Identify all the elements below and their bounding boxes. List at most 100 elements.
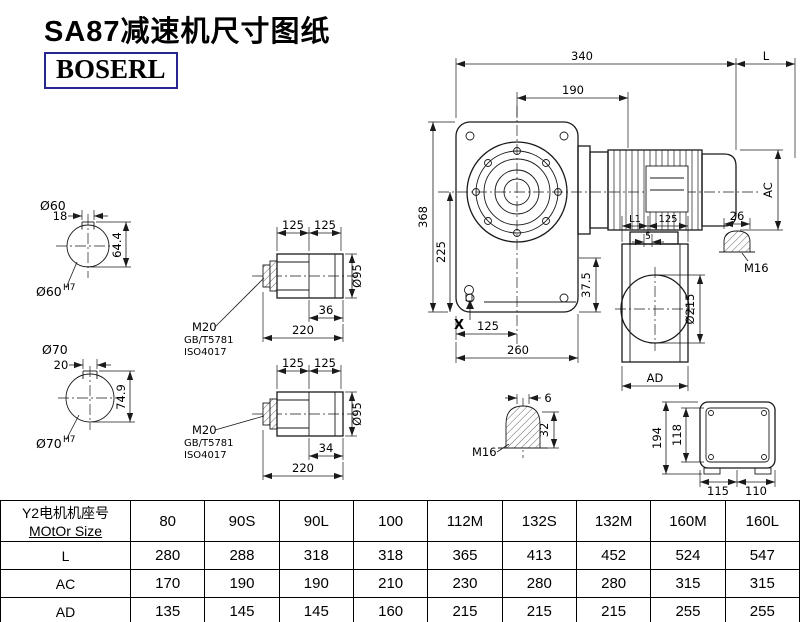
dim-26-text: 26 xyxy=(730,209,745,223)
bolt-callout-upper: M20 GB/T5781 ISO4017 xyxy=(184,277,265,358)
dim-6: 6 xyxy=(505,391,552,405)
table-cell: 288 xyxy=(204,541,280,570)
shaft-end-dome xyxy=(505,405,541,449)
column-header-160l: 160L xyxy=(724,500,800,542)
dim-34: 34 xyxy=(308,438,344,460)
column-header-160m: 160M xyxy=(650,500,726,542)
washer xyxy=(269,398,278,430)
dim-118: 118 xyxy=(670,407,704,463)
flange-circle xyxy=(466,141,568,243)
table-cell: 452 xyxy=(575,541,652,570)
dim-125b: 125 xyxy=(314,218,336,232)
fan-view: 194 118 115 110 xyxy=(650,401,776,498)
m16-callout-side: M16 xyxy=(741,252,769,275)
table-cell: 210 xyxy=(352,569,429,598)
dim-label-d70: Ø70 xyxy=(42,342,68,357)
side-view: L1 125 5 26 M16 xyxy=(615,209,769,391)
foot-right xyxy=(754,467,772,475)
dim-32: 32 xyxy=(537,411,559,449)
dim-AC-text: AC xyxy=(761,182,775,198)
dim-34-text: 34 xyxy=(319,441,334,455)
shaft-section-70: Ø70 20 74.9 Ø70 H7 xyxy=(36,342,135,451)
table-cell: 215 xyxy=(427,597,503,622)
table-cell: 190 xyxy=(278,569,354,598)
dim-37-5: 37.5 xyxy=(579,257,601,313)
column-header-90s: 90S xyxy=(204,500,280,542)
x-label: X xyxy=(454,318,464,333)
dim-220-lower: 220 xyxy=(262,430,344,480)
shaft-70-circle xyxy=(65,373,115,423)
bolt-callout-lower: M20 GB/T5781 ISO4017 xyxy=(184,415,265,461)
dim-26: 26 xyxy=(723,209,751,229)
dim-5: 5 xyxy=(632,232,664,247)
row-label-ad: AD xyxy=(0,597,131,622)
bolt-head xyxy=(262,402,271,426)
fit-label-d60h7: Ø60 H7 xyxy=(36,261,78,299)
drawing-canvas: Ø60 18 64.4 Ø60 H7 xyxy=(36,49,796,498)
header-motor-size-en: MOtOr Size xyxy=(28,523,103,539)
dim-L-text: L xyxy=(763,49,770,63)
dim-340: 340 xyxy=(455,49,737,150)
table-cell: 318 xyxy=(352,541,429,570)
table-cell: 315 xyxy=(650,569,726,598)
bolt-m16-key: M16 xyxy=(472,445,497,459)
dim-125a: 125 xyxy=(282,218,304,232)
std-gb: GB/T5781 xyxy=(184,438,234,449)
table-cell: 524 xyxy=(650,541,726,570)
dim-d95-lower: Ø95 xyxy=(345,391,364,437)
shaft-body xyxy=(276,253,344,299)
table-cell: 280 xyxy=(501,569,577,598)
dim-keyway-20: 20 xyxy=(54,358,111,372)
table-cell: 365 xyxy=(427,541,503,570)
table-row-ad: AD 135 145 145 160 215 215 215 255 255 xyxy=(0,597,800,622)
dim-260: 260 xyxy=(455,314,579,363)
column-header-132m: 132M xyxy=(575,500,652,542)
table-cell: 280 xyxy=(575,569,652,598)
dim-74-9: 74.9 xyxy=(114,384,128,410)
table-cell: 255 xyxy=(724,597,800,622)
dim-260-text: 260 xyxy=(507,343,529,357)
dim-36-text: 36 xyxy=(319,303,334,317)
page-title: SA87减速机尺寸图纸 xyxy=(44,16,331,48)
shaft-body xyxy=(276,391,344,437)
bolt-m16-side: M16 xyxy=(744,261,769,275)
dim-height-64-4: 64.4 xyxy=(90,221,131,268)
table-cell: 190 xyxy=(204,569,280,598)
dim-220-text: 220 xyxy=(292,323,314,337)
table-cell: 170 xyxy=(129,569,206,598)
table-cell: 145 xyxy=(278,597,354,622)
table-cell: 255 xyxy=(650,597,726,622)
motor-nameplate xyxy=(645,165,689,213)
dim-37-5-text: 37.5 xyxy=(579,272,593,298)
shaft-60-circle xyxy=(66,224,110,268)
dim-6-text: 6 xyxy=(544,391,551,405)
dim-keyway-18: 18 xyxy=(53,209,108,223)
x-marker: X xyxy=(454,300,474,333)
dim-115-110: 115 110 xyxy=(699,470,776,498)
shaft-detail-lower: 125 125 M20 GB/T5781 ISO4017 34 220 xyxy=(184,356,364,480)
header-motor-size-cn: Y2电机机座号 xyxy=(21,505,110,521)
table-cell: 547 xyxy=(724,541,800,570)
bolt-head xyxy=(262,264,271,288)
table-cell: 160 xyxy=(352,597,429,622)
brand-logo: BOSERL xyxy=(44,52,178,89)
dim-height-74-9: 74.9 xyxy=(92,370,135,423)
dim-20: 20 xyxy=(54,358,69,372)
plug-detail-side xyxy=(719,230,755,253)
table-cell: 413 xyxy=(501,541,577,570)
table-row-ac: AC 170 190 190 210 230 280 280 315 315 xyxy=(0,569,800,598)
dim-64-4: 64.4 xyxy=(110,232,124,258)
fit-d70: Ø70 xyxy=(36,436,62,451)
fan-cowl-outline xyxy=(699,401,776,469)
table-cell: 215 xyxy=(501,597,577,622)
table-cell: 215 xyxy=(575,597,652,622)
dim-AD-text: AD xyxy=(647,371,664,385)
dim-d215-text: Ø215 xyxy=(683,293,697,324)
dim-340-text: 340 xyxy=(571,49,593,63)
dim-220-upper: 220 xyxy=(262,292,344,342)
dim-125-side-text: 125 xyxy=(658,214,677,225)
std-iso: ISO4017 xyxy=(184,347,227,358)
dim-125-text: 125 xyxy=(477,319,499,333)
dim-368-text: 368 xyxy=(416,206,430,228)
